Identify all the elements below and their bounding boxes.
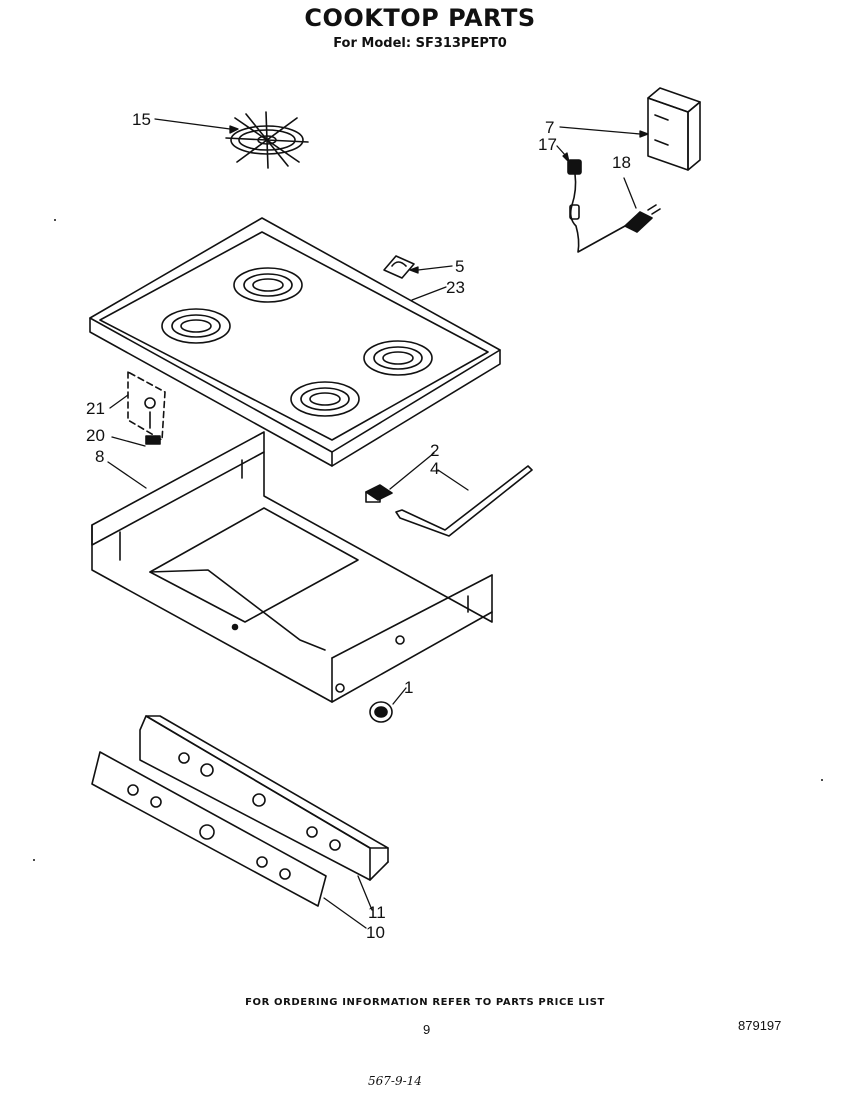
model-subtitle: For Model: SF313PEPT0 (333, 36, 507, 51)
cooktop-top-panel (89, 217, 501, 467)
callout-17: 17 (538, 135, 557, 154)
callout-2: 2 (430, 441, 439, 460)
leader-lines (107, 118, 649, 929)
callout-21: 21 (86, 399, 105, 418)
page-title: COOKTOP PARTS (304, 4, 536, 32)
hinge-clip (383, 255, 415, 279)
callout-10: 10 (366, 923, 385, 942)
document-number: 879197 (738, 1018, 782, 1033)
igniter-switch-and-cord (567, 159, 661, 253)
control-panel-overlay (91, 751, 327, 907)
callout-4: 4 (430, 459, 439, 478)
control-knob (369, 701, 393, 723)
callout-5: 5 (455, 257, 464, 276)
callout-7: 7 (545, 118, 554, 137)
gas-manifold-parts (365, 465, 533, 537)
burner-grate (225, 111, 309, 169)
callout-8: 8 (95, 447, 104, 466)
callout-23: 23 (446, 278, 465, 297)
callout-1: 1 (404, 678, 413, 697)
callout-15: 15 (132, 110, 151, 129)
control-panel (139, 715, 389, 881)
handwritten-note: 567-9-14 (368, 1074, 422, 1088)
burner-box-tray (91, 431, 493, 703)
burner-hardware-kit (127, 371, 166, 445)
callout-20: 20 (86, 426, 105, 445)
ordering-note: FOR ORDERING INFORMATION REFER TO PARTS … (245, 997, 605, 1008)
callout-18: 18 (612, 153, 631, 172)
callout-11: 11 (368, 903, 386, 922)
page-number: 9 (423, 1022, 431, 1037)
electrical-box-bracket (647, 87, 701, 171)
